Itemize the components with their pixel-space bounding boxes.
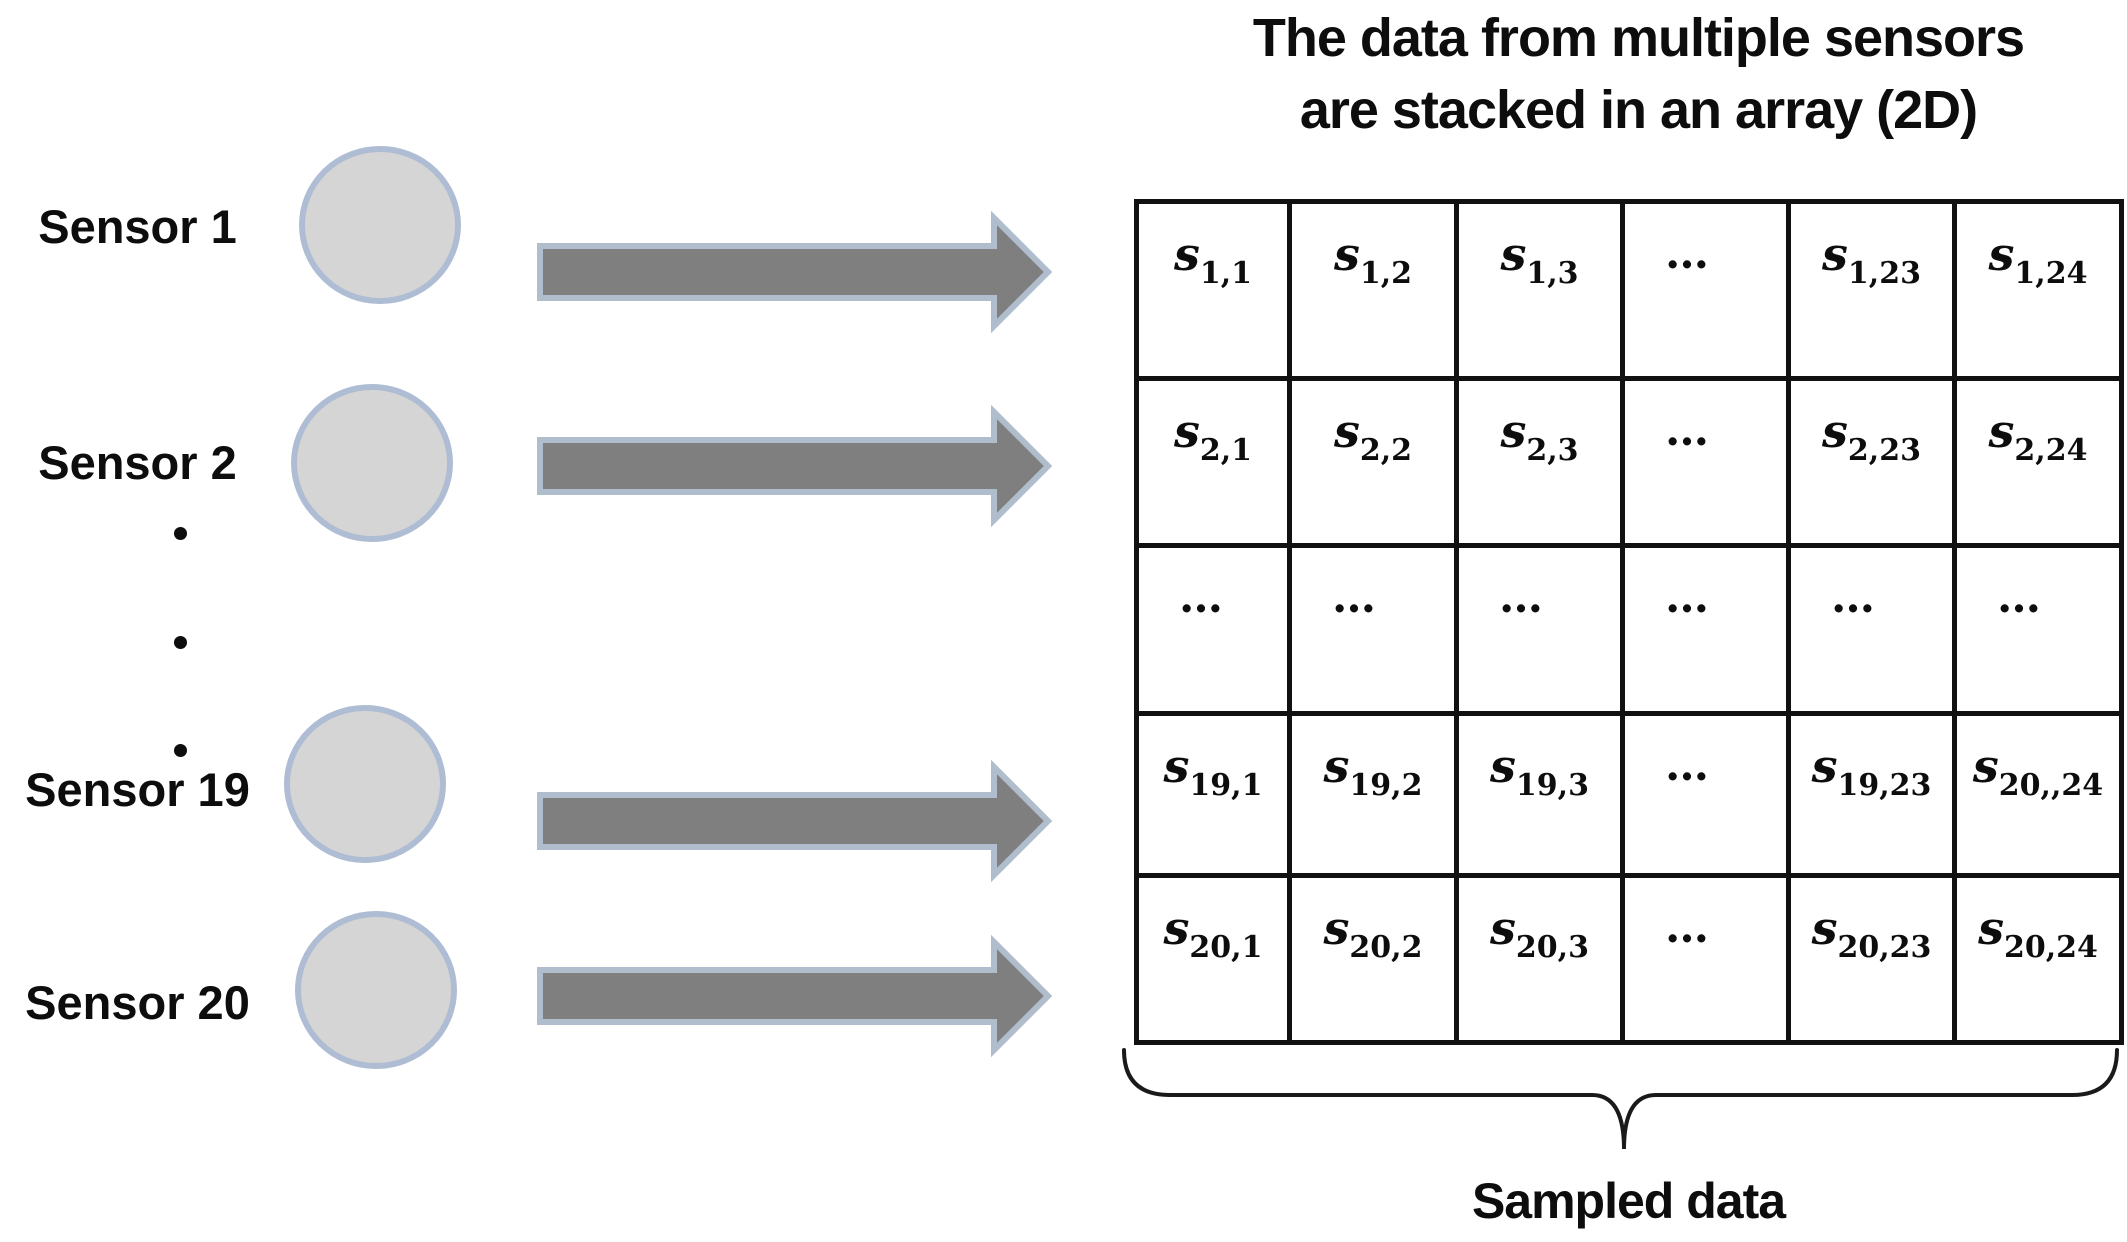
- matrix-row-4: s19,1 s19,2 s19,3 … s19,23 s20,,24: [1134, 711, 2124, 878]
- vertical-ellipsis-dot: [174, 744, 187, 757]
- matrix-cell-5-5: s20,23: [1786, 873, 1957, 1045]
- matrix-value: s1,2: [1333, 227, 1413, 291]
- title-line-1: The data from multiple sensors: [1252, 8, 2025, 68]
- matrix-cell-1-2: s1,2: [1287, 199, 1459, 381]
- matrix-cell-2-3: s2,3: [1454, 376, 1625, 548]
- flow-arrow-2: [537, 404, 1053, 528]
- sensor-array-table: s1,1 s1,2 s1,3 … s1,23 s1,24 s2,1 s2,2 s2,3 … s2,2…: [1134, 199, 2124, 1045]
- matrix-ellipsis-cell: …: [1134, 543, 1292, 716]
- matrix-cell-2-6: s2,24: [1952, 376, 2124, 548]
- matrix-value: s20,,24: [1972, 739, 2104, 803]
- matrix-value: s19,3: [1490, 739, 1589, 803]
- matrix-value: s1,3: [1500, 227, 1579, 291]
- matrix-value: s1,23: [1822, 227, 1921, 291]
- sensor-circle-4: [295, 911, 457, 1069]
- matrix-cell-5-6: s20,24: [1952, 873, 2124, 1045]
- matrix-cell-4-2: s19,2: [1287, 711, 1459, 878]
- matrix-value: s20,3: [1490, 901, 1589, 965]
- matrix-value: s20,1: [1163, 901, 1263, 965]
- matrix-cell-2-5: s2,23: [1786, 376, 1957, 548]
- sensor-label-1: Sensor 1: [38, 200, 237, 253]
- matrix-cell-1-3: s1,3: [1454, 199, 1625, 381]
- diagram-title: The data from multiple sensors are stack…: [1150, 2, 2127, 146]
- matrix-ellipsis-cell: …: [1454, 543, 1625, 716]
- matrix-row-1: s1,1 s1,2 s1,3 … s1,23 s1,24: [1134, 199, 2124, 381]
- matrix-value: s20,2: [1323, 901, 1423, 965]
- matrix-cell-4-1: s19,1: [1134, 711, 1292, 878]
- flow-arrow-1: [537, 210, 1053, 334]
- matrix-value: s2,2: [1333, 404, 1413, 468]
- ellipsis-glyph: …: [1179, 572, 1223, 623]
- ellipsis-glyph: …: [1665, 228, 1709, 279]
- ellipsis-glyph: …: [1997, 572, 2041, 623]
- matrix-cell-4-3: s19,3: [1454, 711, 1625, 878]
- matrix-value: s20,24: [1978, 901, 2098, 965]
- ellipsis-glyph: …: [1332, 572, 1376, 623]
- matrix-cell-1-5: s1,23: [1786, 199, 1957, 381]
- sensor-label-2: Sensor 2: [38, 436, 237, 489]
- caption-sampled-data: Sampled data: [1471, 1173, 1786, 1229]
- matrix-cell-5-1: s20,1: [1134, 873, 1292, 1045]
- ellipsis-glyph: …: [1665, 740, 1709, 791]
- sensor-circle-1: [299, 146, 461, 304]
- matrix-cell-1-1: s1,1: [1134, 199, 1292, 381]
- ellipsis-glyph: …: [1831, 572, 1875, 623]
- vertical-ellipsis-dot: [174, 636, 187, 649]
- ellipsis-glyph: …: [1665, 902, 1709, 953]
- matrix-cell-2-1: s2,1: [1134, 376, 1292, 548]
- matrix-value: s2,1: [1173, 404, 1253, 468]
- sensor-circle-3: [284, 705, 446, 863]
- ellipsis-glyph: …: [1499, 572, 1543, 623]
- matrix-value: s19,2: [1323, 739, 1423, 803]
- matrix-row-3: … … … … … …: [1134, 543, 2124, 716]
- matrix-value: s2,23: [1822, 404, 1921, 468]
- matrix-value: s2,24: [1988, 404, 2088, 468]
- matrix-cell-5-2: s20,2: [1287, 873, 1459, 1045]
- matrix-value: s2,3: [1500, 404, 1579, 468]
- ellipsis-glyph: …: [1665, 572, 1709, 623]
- vertical-ellipsis-dot: [174, 527, 187, 540]
- matrix-ellipsis-cell: …: [1952, 543, 2124, 716]
- matrix-cell-4-6: s20,,24: [1952, 711, 2124, 878]
- matrix-ellipsis-cell: …: [1620, 199, 1791, 381]
- matrix-cell-4-5: s19,23: [1786, 711, 1957, 878]
- sensor-label-4: Sensor 20: [25, 976, 250, 1029]
- ellipsis-glyph: …: [1665, 405, 1709, 456]
- matrix-ellipsis-cell: …: [1620, 543, 1791, 716]
- sensor-circle-2: [291, 384, 453, 542]
- matrix-value: s19,23: [1811, 739, 1932, 803]
- matrix-ellipsis-cell: …: [1620, 873, 1791, 1045]
- matrix-row-2: s2,1 s2,2 s2,3 … s2,23 s2,24: [1134, 376, 2124, 548]
- flow-arrow-4: [537, 934, 1053, 1058]
- matrix-value: s20,23: [1811, 901, 1932, 965]
- matrix-cell-2-2: s2,2: [1287, 376, 1459, 548]
- sensor-label-3: Sensor 19: [25, 763, 250, 816]
- matrix-value: s19,1: [1163, 739, 1263, 803]
- matrix-cell-1-6: s1,24: [1952, 199, 2124, 381]
- brace: [1122, 1048, 2119, 1150]
- matrix-ellipsis-cell: …: [1786, 543, 1957, 716]
- matrix-value: s1,1: [1173, 227, 1253, 291]
- matrix-value: s1,24: [1988, 227, 2088, 291]
- title-line-2: are stacked in an array (2D): [1299, 80, 1978, 140]
- matrix-row-5: s20,1 s20,2 s20,3 … s20,23 s20,24: [1134, 873, 2124, 1045]
- matrix-ellipsis-cell: …: [1620, 711, 1791, 878]
- matrix-cell-5-3: s20,3: [1454, 873, 1625, 1045]
- matrix-ellipsis-cell: …: [1287, 543, 1459, 716]
- flow-arrow-3: [537, 759, 1053, 883]
- matrix-ellipsis-cell: …: [1620, 376, 1791, 548]
